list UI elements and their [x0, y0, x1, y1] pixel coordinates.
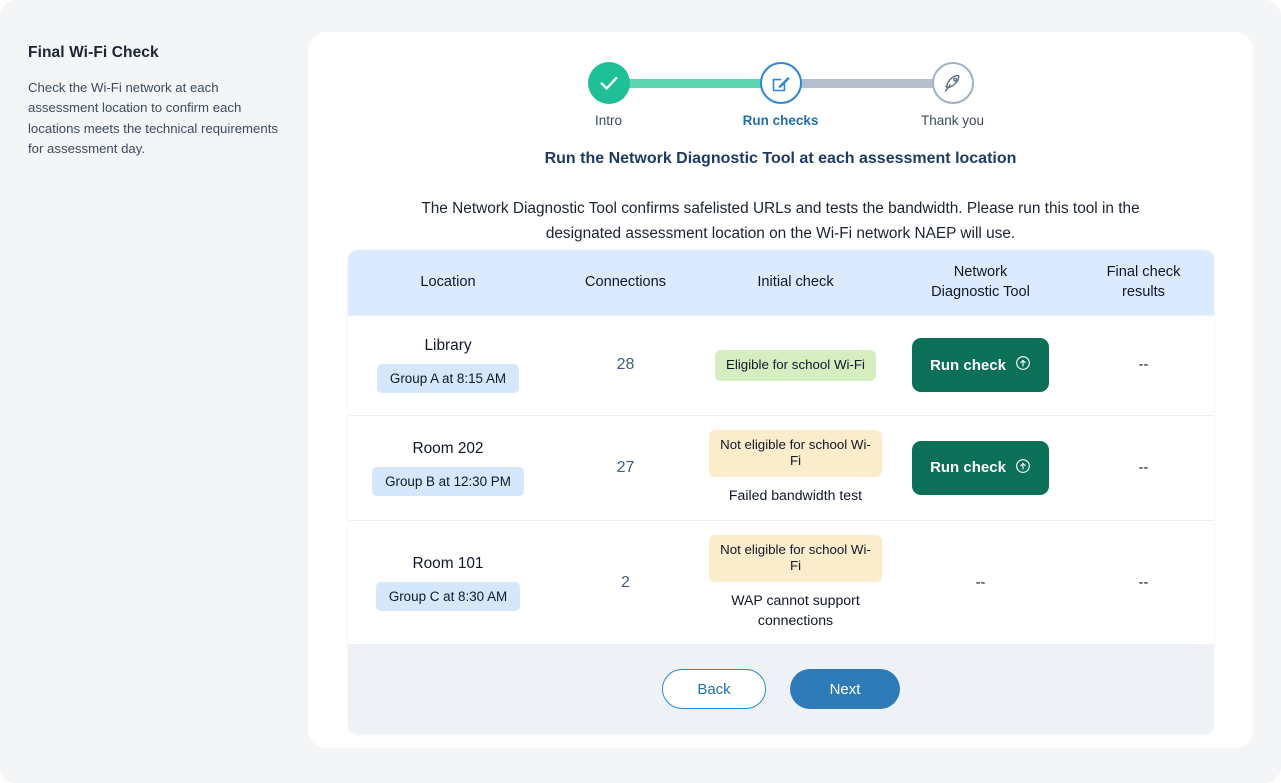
- location-name: Room 202: [412, 439, 484, 457]
- cell-connections: 28: [616, 356, 635, 374]
- run-check-label: Run check: [930, 459, 1006, 477]
- run-check-button[interactable]: Run check: [912, 440, 1049, 495]
- stepper-track-completed: [608, 79, 779, 88]
- cell-final-results: --: [1138, 357, 1149, 374]
- page-title: Final Wi-Fi Check: [28, 44, 159, 61]
- column-header-location: Location: [420, 274, 476, 291]
- edit-pencil-icon: [759, 62, 802, 104]
- table-row: Room 202 Group B at 12:30 PM 27 Not elig…: [348, 414, 1214, 520]
- location-group-badge: Group B at 12:30 PM: [372, 466, 524, 496]
- column-header-ndt: Network Diagnostic Tool: [888, 250, 1073, 315]
- cell-network-diagnostic-tool: --: [975, 574, 986, 591]
- column-header-final-line1: Final check: [1106, 264, 1181, 280]
- table-row: Library Group A at 8:15 AM 28 Eligible f…: [348, 314, 1214, 415]
- table-row: Room 101 Group C at 8:30 AM 2 Not eligib…: [348, 519, 1214, 645]
- sidebar-description: Check the Wi-Fi network at each assessme…: [28, 80, 278, 157]
- status-note: WAP cannot support connections: [731, 592, 860, 628]
- location-group-badge: Group A at 8:15 AM: [376, 364, 520, 394]
- cell-connections: 27: [616, 458, 635, 476]
- rocket-icon: [931, 62, 974, 104]
- column-header-ndt-line1: Network: [953, 264, 1008, 280]
- section-title: Run the Network Diagnostic Tool at each …: [544, 150, 1017, 167]
- column-header-connections: Connections: [584, 274, 667, 291]
- back-button[interactable]: Back: [662, 669, 766, 710]
- location-group-badge: Group C at 8:30 AM: [375, 581, 521, 611]
- table-header-row: Location Connections Initial check Netwo…: [348, 250, 1214, 315]
- stepper-label-run-checks: Run checks: [742, 113, 819, 128]
- cell-initial-check: Not eligible for school Wi-Fi WAP cannot…: [703, 521, 888, 645]
- cell-location: Room 202 Group B at 12:30 PM: [348, 426, 548, 510]
- cell-location: Room 101 Group C at 8:30 AM: [348, 541, 548, 625]
- stepper-label-thank-you: Thank you: [920, 113, 985, 128]
- location-name: Room 101: [412, 554, 484, 572]
- status-badge: Not eligible for school Wi-Fi: [709, 534, 882, 582]
- run-check-button[interactable]: Run check: [912, 338, 1049, 393]
- cell-initial-check: Eligible for school Wi-Fi: [703, 336, 888, 395]
- progress-stepper: Intro Run checks: [571, 54, 991, 140]
- cell-final-results: --: [1138, 574, 1149, 591]
- stepper-step-thank-you[interactable]: Thank you: [903, 54, 1003, 128]
- next-button[interactable]: Next: [790, 669, 900, 710]
- stepper-label-intro: Intro: [594, 113, 622, 128]
- stepper-step-run-checks[interactable]: Run checks: [731, 54, 831, 128]
- table-footer: Back Next: [348, 644, 1214, 735]
- cell-final-results: --: [1138, 459, 1149, 476]
- column-header-final-line2: results: [1122, 284, 1165, 301]
- section-description: The Network Diagnostic Tool confirms saf…: [421, 200, 1140, 243]
- column-header-final-results: Final check results: [1073, 250, 1214, 315]
- cell-initial-check: Not eligible for school Wi-Fi Failed ban…: [703, 416, 888, 520]
- sidebar: Final Wi-Fi Check Check the Wi-Fi networ…: [0, 0, 308, 783]
- location-name: Library: [424, 337, 472, 355]
- cell-connections: 2: [621, 573, 630, 591]
- stepper-track-pending: [782, 79, 955, 88]
- status-badge: Eligible for school Wi-Fi: [715, 350, 876, 381]
- cell-location: Library Group A at 8:15 AM: [348, 323, 548, 407]
- info-circle-icon: [1015, 458, 1031, 478]
- cell-network-diagnostic-tool: Run check: [888, 324, 1073, 406]
- check-icon: [587, 62, 630, 104]
- run-check-label: Run check: [930, 356, 1006, 374]
- cell-network-diagnostic-tool: Run check: [888, 427, 1073, 509]
- column-header-ndt-line2: Diagnostic Tool: [931, 284, 1030, 301]
- status-badge: Not eligible for school Wi-Fi: [709, 429, 882, 478]
- info-circle-icon: [1015, 355, 1031, 375]
- stepper-step-intro[interactable]: Intro: [559, 54, 659, 128]
- status-note: Failed bandwidth test: [728, 487, 863, 504]
- locations-table: Location Connections Initial check Netwo…: [348, 250, 1214, 735]
- main-card: Intro Run checks: [308, 32, 1253, 748]
- column-header-initial-check: Initial check: [757, 274, 834, 291]
